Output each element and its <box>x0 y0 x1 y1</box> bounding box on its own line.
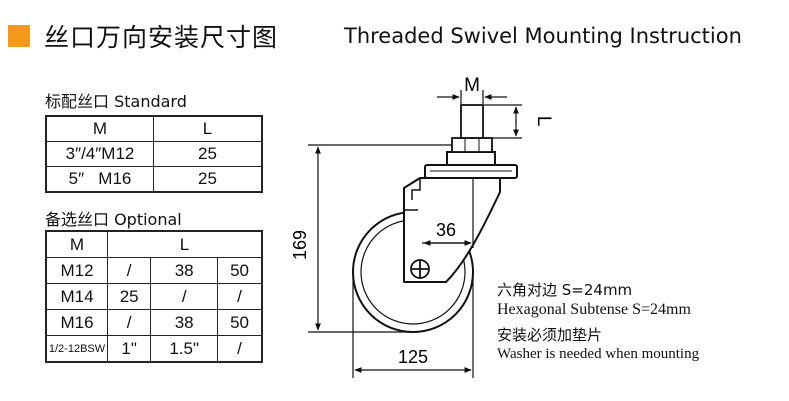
dimension-diameter <box>352 274 474 378</box>
table-row: 1/2-12BSW 1" 1.5" / <box>45 335 263 363</box>
cell-length: 1.5" <box>150 335 219 363</box>
optional-section-label: 备选丝口 Optional <box>45 210 182 229</box>
standard-thread-table: M L 3″/4″M12 25 5″ M16 25 <box>45 115 263 193</box>
dimension-m <box>437 90 507 104</box>
note-hex-cn: 六角对边 S=24mm <box>497 281 633 299</box>
cell-length: 25 <box>153 166 263 193</box>
cell-length: 1" <box>106 335 152 363</box>
standard-section-label: 标配丝口 Standard <box>45 92 187 111</box>
cell-length: / <box>217 283 263 310</box>
note-washer-en: Washer is needed when mounting <box>497 346 700 362</box>
table-row: 3″/4″M12 25 <box>45 141 263 167</box>
table-row: M12 / 38 50 <box>45 257 263 284</box>
cell-thread: 5″ M16 <box>45 166 154 193</box>
cell-thread: 3″/4″M12 <box>45 141 154 167</box>
title-accent-square <box>8 25 30 47</box>
dimension-height <box>308 144 452 333</box>
axle-icon <box>410 259 430 279</box>
cell-length: / <box>217 335 263 363</box>
dimension-height-label: 169 <box>290 230 310 260</box>
dimension-m-label: M <box>464 75 480 96</box>
table-row: 5″ M16 25 <box>45 166 263 193</box>
hex-nut <box>451 137 493 153</box>
header-l: L <box>107 230 263 258</box>
cell-length: 50 <box>217 309 263 336</box>
dimension-diameter-label: 125 <box>398 347 428 367</box>
cell-length: / <box>106 257 152 284</box>
dimension-offset-label: 36 <box>436 220 456 240</box>
dimension-l-label: L <box>533 116 554 127</box>
dimension-offset <box>422 178 474 248</box>
cell-length: 38 <box>150 309 219 336</box>
cell-thread: 1/2-12BSW <box>45 335 108 363</box>
table-row: M16 / 38 50 <box>45 309 263 336</box>
cell-length: 50 <box>217 257 263 284</box>
note-hex-en: Hexagonal Subtense S=24mm <box>497 301 691 318</box>
cell-length: / <box>106 309 152 336</box>
optional-thread-table: M L M12 / 38 50 M14 25 / / M16 / 38 50 1… <box>45 230 263 363</box>
cell-length: 25 <box>106 283 152 310</box>
page-title-english: Threaded Swivel Mounting Instruction <box>344 24 742 48</box>
cell-length: 25 <box>153 141 263 167</box>
caster-fork <box>403 177 501 283</box>
table-header-row: M L <box>45 230 263 258</box>
page-title-chinese: 丝口万向安装尺寸图 <box>44 23 279 52</box>
threaded-stem <box>460 104 484 139</box>
note-washer-cn: 安装必须加垫片 <box>497 326 603 344</box>
cell-thread: M16 <box>45 309 108 336</box>
dimension-l <box>484 104 522 139</box>
swivel-head <box>424 151 518 179</box>
